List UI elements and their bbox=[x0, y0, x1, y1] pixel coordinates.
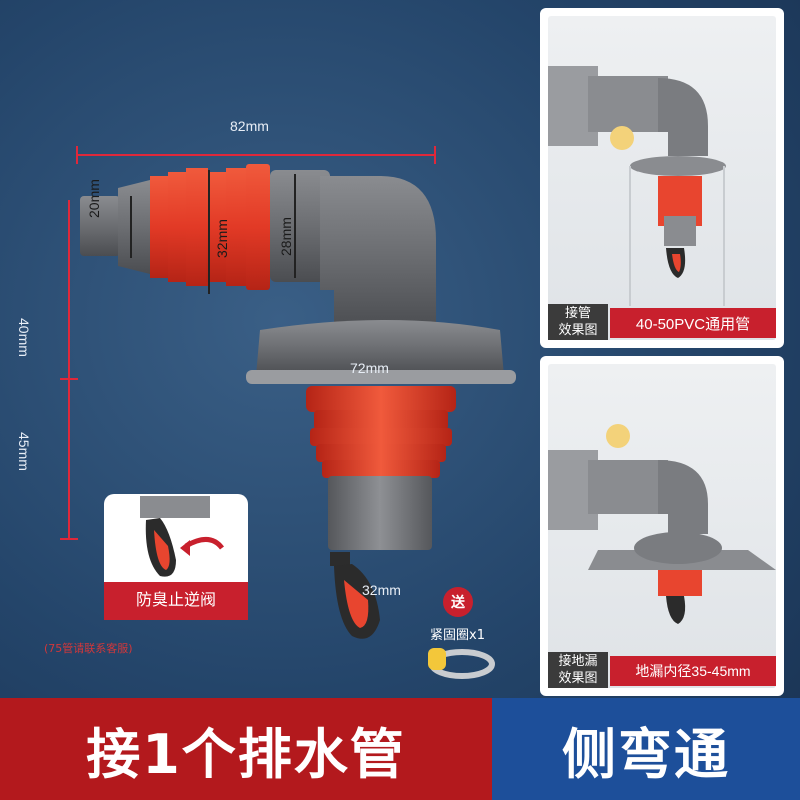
floor-drain-scene bbox=[548, 364, 776, 688]
drain-caption-left: 接地漏 效果图 bbox=[548, 652, 608, 688]
gift-label: 紧固圈x1 bbox=[430, 628, 485, 643]
drain-caption-right: 地漏内径35-45mm bbox=[610, 656, 776, 686]
hose-barb-inlet bbox=[80, 180, 150, 274]
valve-inset-card bbox=[104, 494, 248, 620]
floor-drain-illustration bbox=[548, 424, 776, 624]
dim-line-28 bbox=[294, 174, 296, 278]
pipe-connection-scene bbox=[548, 16, 776, 340]
dim-line-width bbox=[76, 146, 436, 164]
banner-left-text: 接1个排水管 bbox=[86, 722, 406, 786]
dim-20-label: 20mm bbox=[86, 179, 102, 218]
hose-clamp-icon bbox=[428, 648, 495, 679]
dim-32-bottom-label: 32mm bbox=[362, 582, 401, 598]
banner-left: 接1个排水管 bbox=[0, 698, 492, 800]
banner-right-text: 侧弯通 bbox=[562, 722, 730, 786]
dim-32-label: 32mm bbox=[214, 219, 230, 258]
dim-line-20 bbox=[130, 196, 132, 258]
gift-badge: 送 bbox=[451, 595, 465, 611]
coupling-ring bbox=[270, 170, 330, 282]
check-valve-flap bbox=[330, 552, 380, 639]
red-bellows-vertical bbox=[306, 386, 456, 478]
red-bellows-horizontal bbox=[150, 164, 270, 290]
product-illustration bbox=[60, 146, 516, 679]
contact-note: (75管请联系客服) bbox=[44, 642, 133, 655]
dim-line-32 bbox=[208, 170, 210, 294]
pipe-connection-illustration bbox=[548, 66, 726, 306]
banner-right: 侧弯通 bbox=[492, 698, 800, 800]
dim-line-height bbox=[60, 200, 78, 540]
pipe-caption-left: 接管 效果图 bbox=[548, 304, 608, 340]
dim-28-label: 28mm bbox=[278, 217, 294, 256]
dim-45-label: 45mm bbox=[16, 432, 32, 471]
elbow-body bbox=[320, 176, 436, 330]
flange-cap bbox=[246, 320, 516, 384]
pipe-connection-panel: 接管 效果图 40-50PVC通用管 bbox=[540, 8, 784, 348]
outlet-tube bbox=[328, 476, 432, 550]
dim-40-label: 40mm bbox=[16, 318, 32, 357]
floor-drain-panel: 接地漏 效果图 地漏内径35-45mm bbox=[540, 356, 784, 696]
dim-72-label: 72mm bbox=[350, 360, 389, 376]
gift-badge-circle bbox=[443, 587, 473, 617]
valve-inset-label: 防臭止逆阀 bbox=[135, 590, 216, 609]
dim-width-label: 82mm bbox=[230, 118, 269, 134]
pipe-caption-right: 40-50PVC通用管 bbox=[610, 308, 776, 338]
